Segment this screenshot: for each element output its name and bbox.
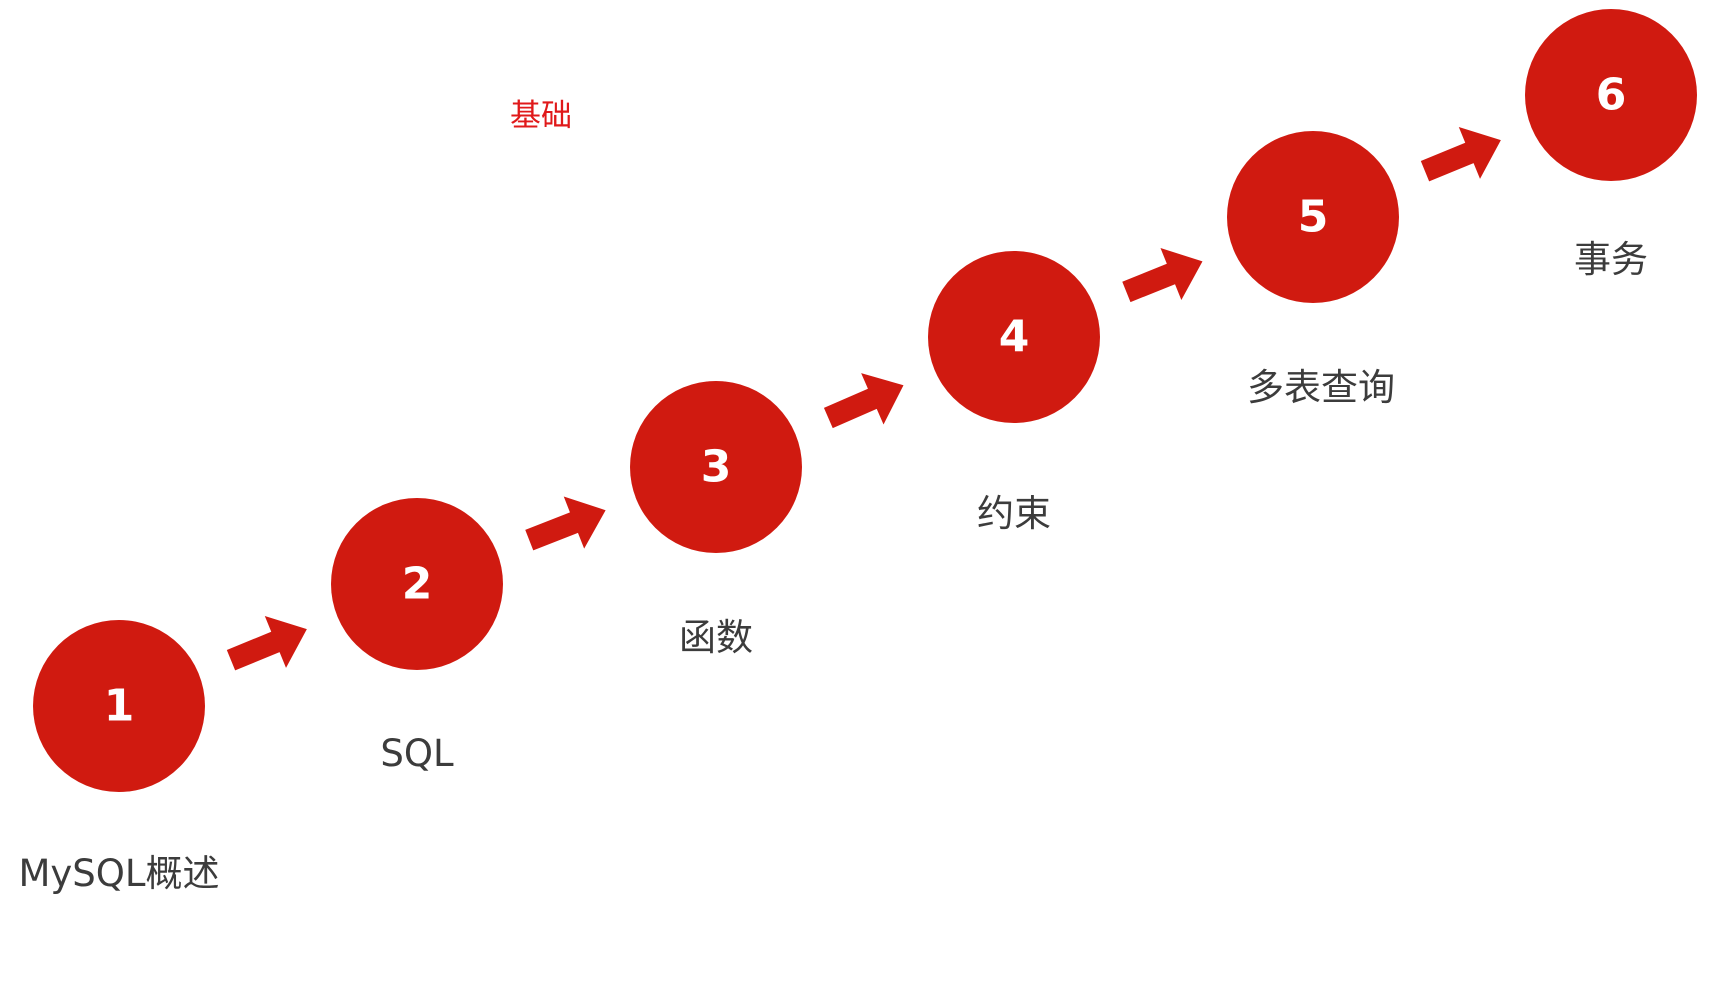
step-circle [630, 381, 802, 553]
step-number: 4 [999, 312, 1030, 363]
step-label: SQL [380, 732, 454, 775]
arrow-icon [525, 496, 606, 551]
circles-layer: 1 2 3 4 5 6 [33, 9, 1697, 792]
step-circle [1227, 131, 1399, 303]
step-2: 2 [331, 498, 503, 670]
step-3: 3 [630, 381, 802, 553]
step-circle [33, 620, 205, 792]
step-label: 函数 [679, 616, 753, 659]
step-5: 5 [1227, 131, 1399, 303]
step-number: 1 [104, 681, 135, 732]
step-number: 5 [1298, 192, 1329, 243]
step-4: 4 [928, 251, 1100, 423]
arrows-layer [226, 127, 1501, 671]
section-title: 基础 [510, 98, 572, 134]
step-label: 多表查询 [1247, 366, 1395, 409]
step-number: 2 [402, 559, 433, 610]
step-6: 6 [1525, 9, 1697, 181]
step-circle [331, 498, 503, 670]
arrow-icon [1122, 248, 1203, 303]
step-circle [928, 251, 1100, 423]
step-number: 6 [1596, 70, 1627, 121]
step-label: 事务 [1574, 238, 1648, 281]
arrow-icon [823, 373, 904, 429]
step-circle [1525, 9, 1697, 181]
arrow-icon [1420, 127, 1501, 182]
step-1: 1 [33, 620, 205, 792]
step-number: 3 [701, 442, 732, 493]
arrow-icon [226, 616, 307, 671]
step-label: 约束 [977, 492, 1051, 535]
step-label: MySQL概述 [18, 852, 220, 895]
